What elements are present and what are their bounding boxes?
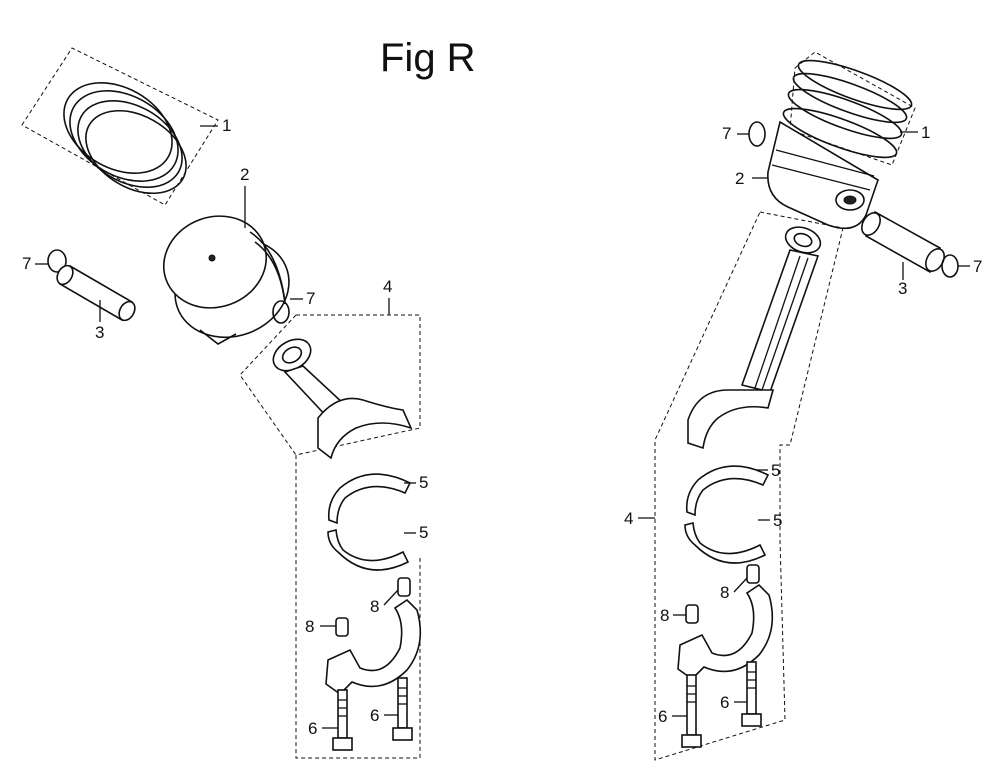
figure-title: Fig R [380,36,476,80]
left-rod-cap [325,598,422,696]
left-callout-5a: 5 [419,473,429,492]
right-bearing-shells [684,465,770,564]
right-rod-bolt-b [741,661,762,727]
right-piston-pin [861,210,945,274]
right-leader-lines [638,131,970,717]
left-callout-7a: 7 [22,254,32,273]
left-ring-set-frame [21,47,219,206]
right-callout-6b: 6 [720,693,730,712]
left-callout-7b: 7 [306,289,316,308]
right-callout-5a: 5 [771,461,781,480]
right-piston [767,120,879,230]
right-assembly [638,51,970,761]
right-ring-set-frame [789,51,916,166]
left-callout-8a: 8 [305,617,315,636]
left-assembly [21,47,422,759]
left-leader-lines [35,125,416,729]
left-callout-4: 4 [383,277,393,296]
right-callout-7b: 7 [973,257,983,276]
right-callout-8a: 8 [660,606,670,625]
right-callout-8b: 8 [720,583,730,602]
left-callout-6b: 6 [370,706,380,725]
right-snap-ring-b [941,254,959,278]
right-rod-cap [677,583,774,681]
left-dowel-b [397,577,411,597]
left-callout-2: 2 [240,165,250,184]
left-callout-5b: 5 [419,523,429,542]
right-callout-2: 2 [735,169,745,188]
right-dowel-a [685,604,699,624]
left-bearing-shells [327,473,412,571]
left-snap-ring-b [272,300,290,324]
left-piston [162,215,290,345]
right-callout-7a: 7 [722,124,732,143]
right-rod-bolt-a [681,674,702,748]
left-dowel-a [335,617,349,637]
right-connecting-rod [687,226,822,450]
left-callout-1: 1 [222,116,232,135]
left-callout-6a: 6 [308,719,318,738]
left-rod-bolt-b [392,677,413,741]
right-callout-3: 3 [898,279,908,298]
right-snap-ring-a [748,121,766,147]
right-piston-rings [782,59,913,159]
right-callout-5b: 5 [773,511,783,530]
right-callout-6a: 6 [658,707,668,726]
left-rod-bolt-a [332,689,353,751]
left-rod-frame-left [239,314,297,456]
left-connecting-rod [272,338,413,460]
left-callout-8b: 8 [370,597,380,616]
left-snap-ring-a [47,249,67,273]
left-piston-rings [63,82,187,195]
right-dowel-b [746,564,760,584]
right-callout-4: 4 [624,509,634,528]
right-callout-1: 1 [921,123,931,142]
left-piston-pin [56,264,136,322]
left-callout-3: 3 [95,323,105,342]
